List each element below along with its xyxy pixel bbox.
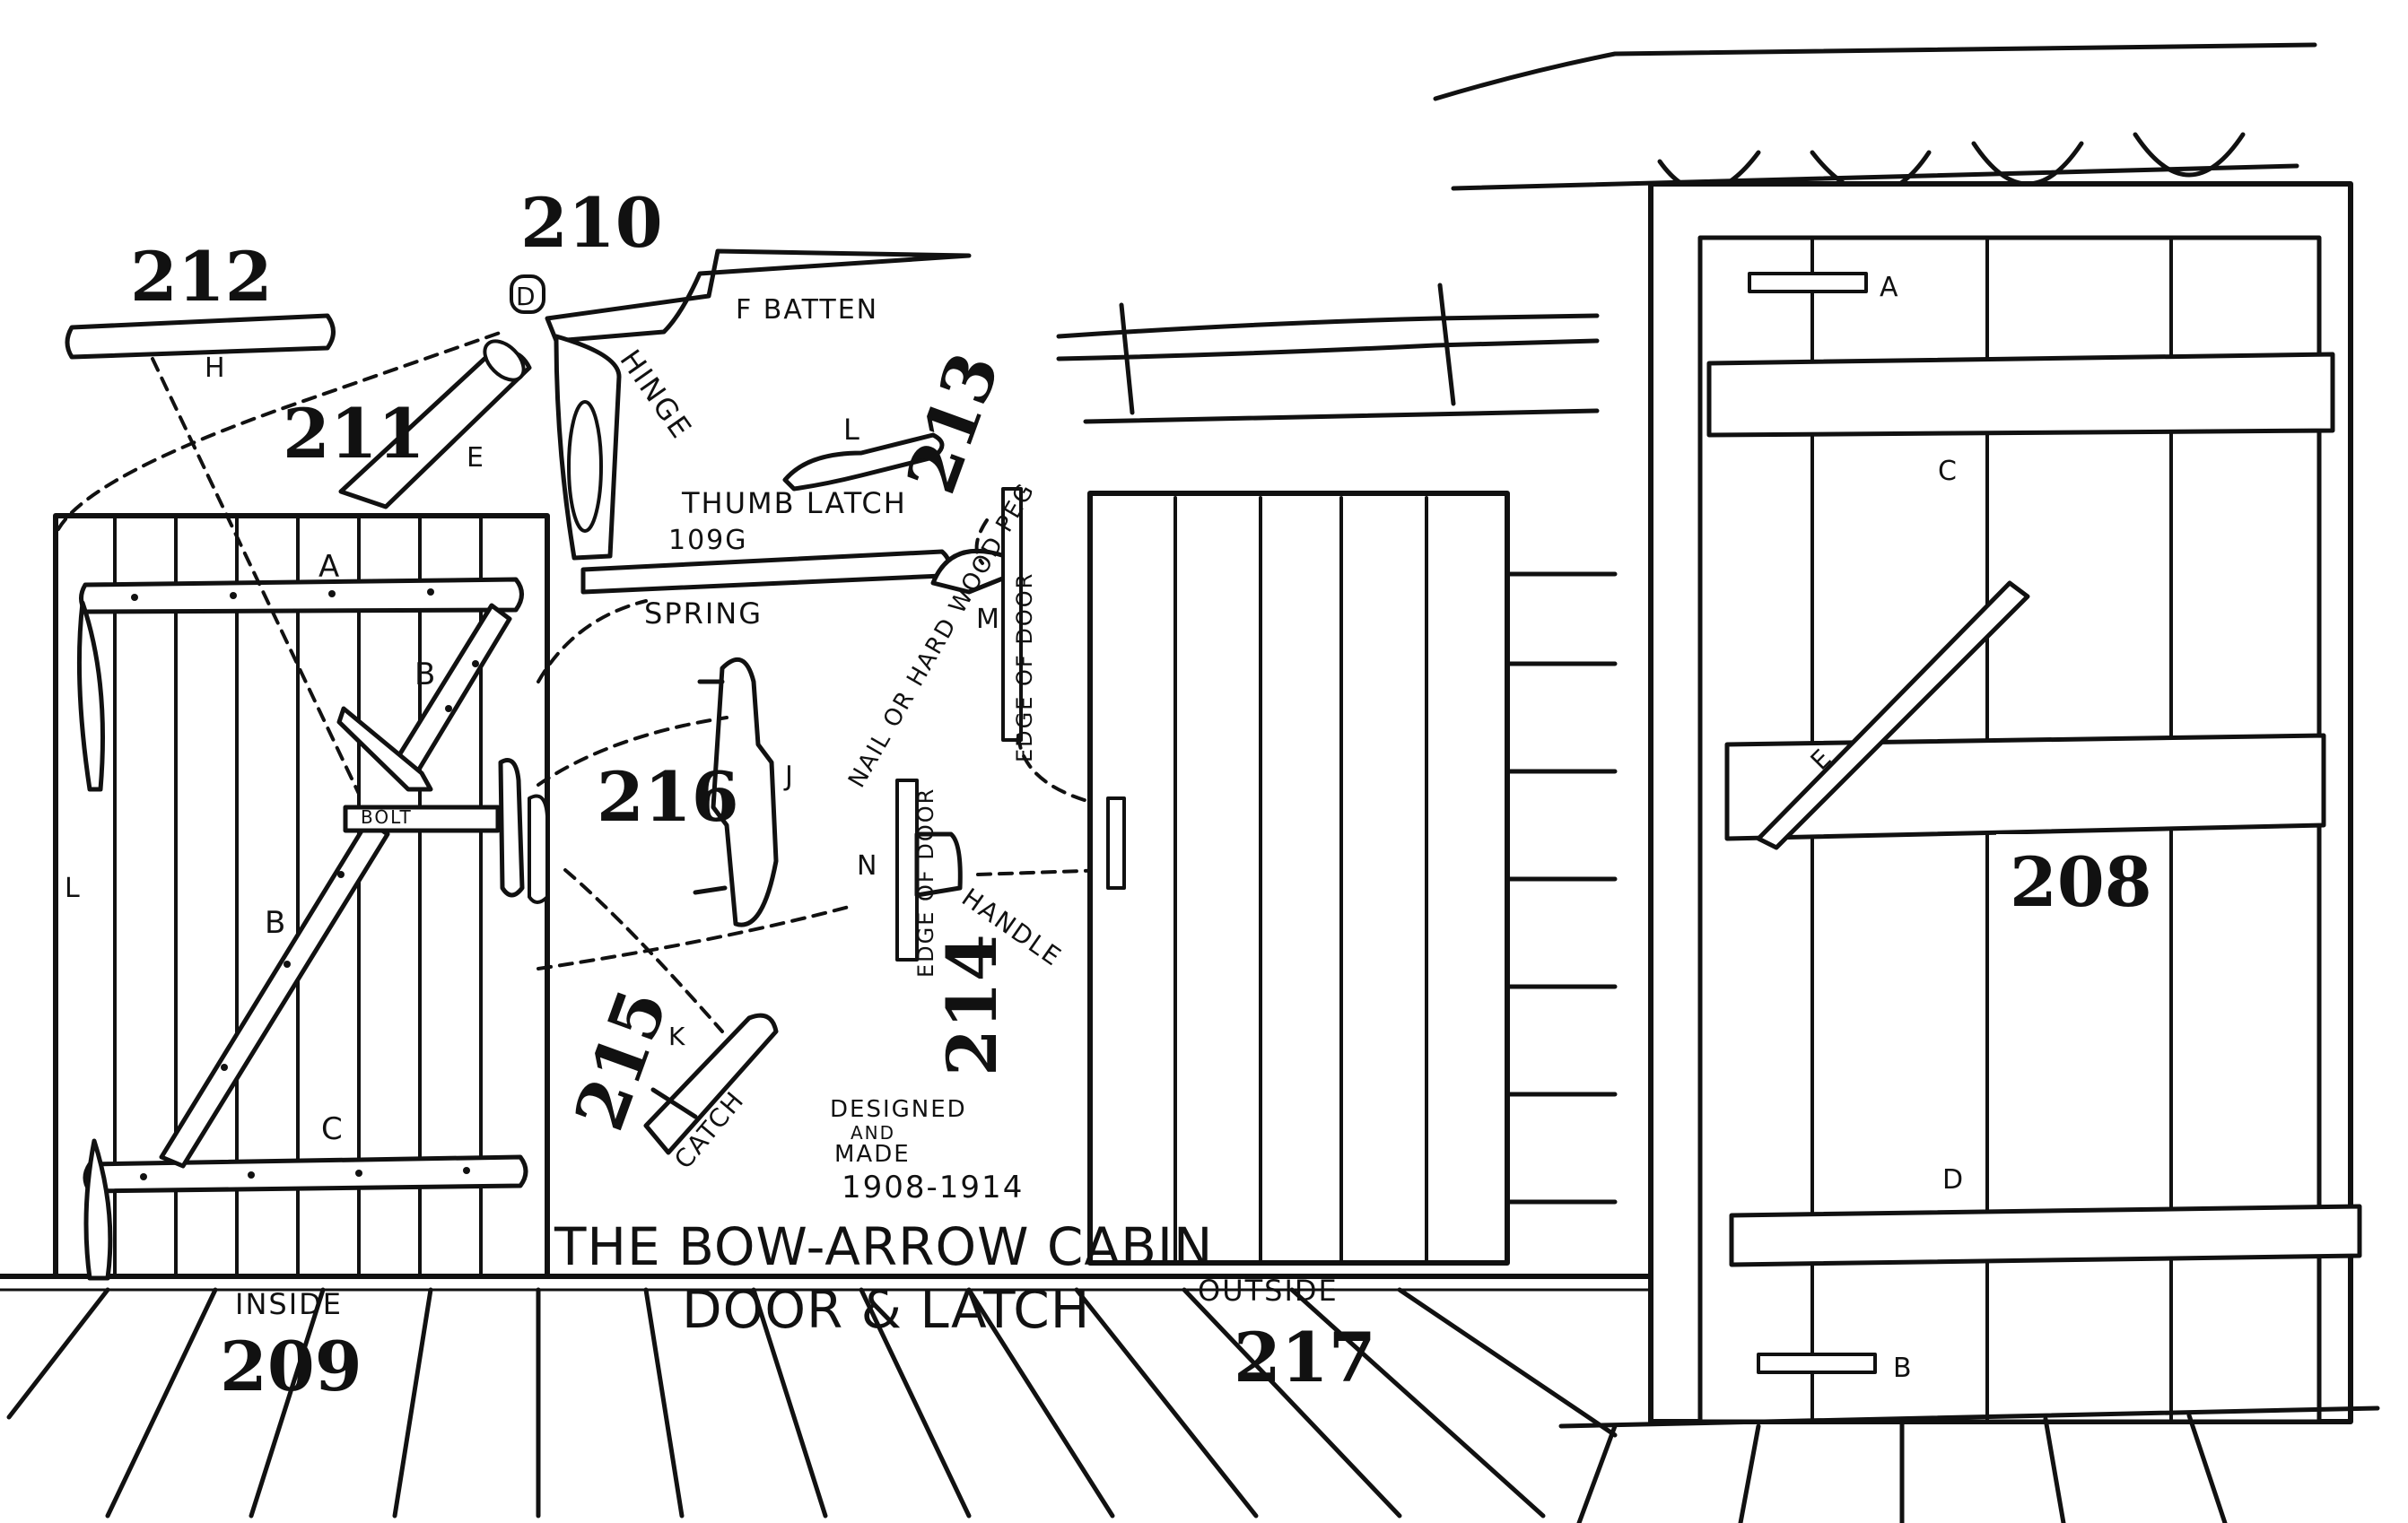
label-k: K [668,1022,686,1051]
edge-of-door-213: EDGE OF DOOR [1012,572,1037,762]
figure-number-213: 213 [891,343,1015,504]
credit-and: AND [851,1122,895,1144]
title-line-2: DOOR & LATCH [682,1279,1090,1340]
figure-number-216: 216 [597,757,739,837]
inside-label-b-lower: B [265,905,287,941]
part-spring: 109G SPRING [580,525,951,631]
figure-number-210: 210 [520,183,663,263]
figure-number-208: 208 [2010,842,2152,922]
label-d: D [516,282,537,311]
inside-label-b-upper: B [414,657,437,692]
label-e: E [467,442,485,474]
part-212-stick: H [65,313,336,384]
figure-number-212: 212 [130,237,273,317]
part-211-peg: E [338,339,532,509]
right-door-frame: A B C D E [1648,181,2362,1424]
part-213-latch: M EDGE OF DOOR NAIL OR HARD WOOD PEG [843,478,1041,792]
leader-lines [57,330,1114,1033]
code-109g: 109G [668,525,748,556]
right-label-a: A [1880,272,1900,303]
inside-door: A B B C L BOLT [53,513,550,1281]
part-thumb-latch: L THUMB LATCH [681,413,945,520]
outside-label: OUTSIDE [1198,1274,1339,1308]
hinge-label: HINGE [613,344,699,446]
figure-number-211: 211 [283,394,425,474]
outside-wall [1056,283,1618,1205]
credit-designed: DESIGNED [830,1096,967,1123]
spring-label: SPRING [644,596,763,631]
outside-door [1087,491,1510,1266]
title-line-1: THE BOW-ARROW CABIN [554,1216,1213,1277]
right-floor [1558,1406,2380,1523]
thumb-latch-label: THUMB LATCH [681,486,907,520]
part-216-catch: J [693,657,795,927]
right-label-b: B [1893,1353,1914,1384]
figure-number-209: 209 [220,1327,362,1406]
inside-label: INSIDE [235,1287,343,1321]
part-210-hinge: D F BATTEN HINGE [510,248,972,561]
label-h: H [205,352,227,384]
right-roof [1433,42,2317,196]
label-l: L [843,413,861,447]
label-j: J [783,761,795,792]
label-m: M [976,604,1001,635]
inside-label-c: C [321,1111,345,1147]
right-label-c: C [1938,456,1959,487]
bolt-label: BOLT [361,806,413,828]
floor-boards [0,1274,1653,1519]
right-label-d: D [1942,1164,1965,1196]
edge-of-door-214: EDGE OF DOOR [913,788,938,978]
figure-number-217: 217 [1234,1318,1376,1397]
batten-label: F BATTEN [736,294,878,326]
label-n: N [857,850,878,882]
credit-made: MADE [834,1141,911,1168]
inside-label-a: A [318,549,341,585]
inside-label-l: L [65,873,82,904]
figure-number-214: 214 [932,934,1012,1076]
credit-years: 1908-1914 [842,1170,1024,1205]
